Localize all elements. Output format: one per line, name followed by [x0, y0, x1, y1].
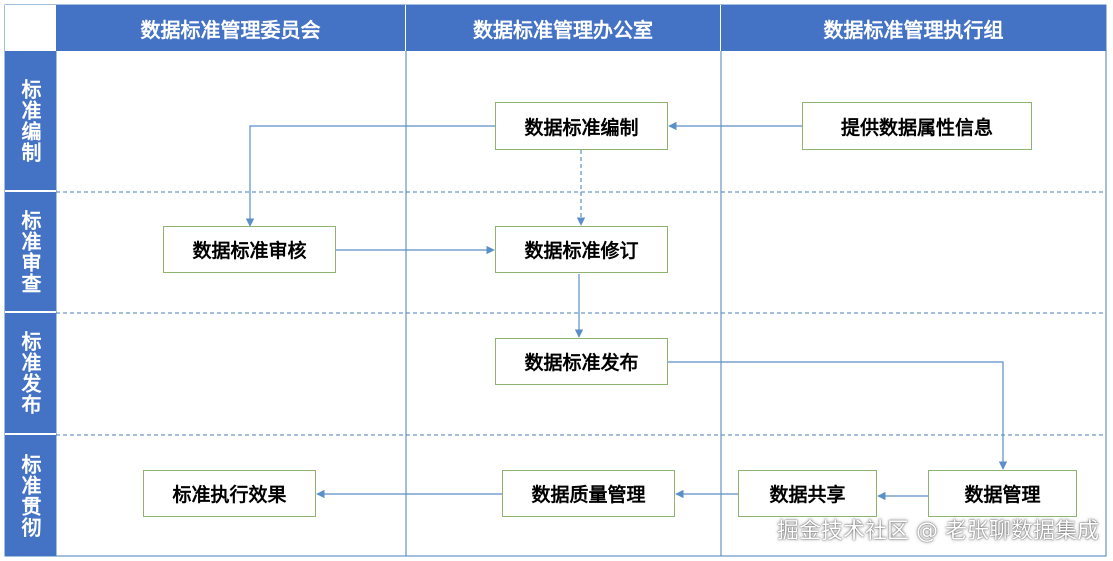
row-header-compile-label: 标准编制 — [18, 78, 42, 163]
node-provide-attr[interactable]: 提供数据属性信息 — [802, 102, 1032, 150]
row-header-review-label: 标准审查 — [18, 209, 42, 294]
node-data-share[interactable]: 数据共享 — [738, 470, 877, 517]
column-header-exec-group: 数据标准管理执行组 — [721, 5, 1106, 51]
corner-cell — [5, 5, 56, 51]
node-quality-manage[interactable]: 数据质量管理 — [502, 470, 675, 517]
watermark-text: 掘金技术社区 @ 老张聊数据集成 — [777, 519, 1099, 544]
column-header-committee: 数据标准管理委员会 — [56, 5, 406, 51]
node-std-compile[interactable]: 数据标准编制 — [495, 102, 668, 150]
arrow-compile-to-review — [245, 125, 495, 227]
row-header-publish: 标准发布 — [5, 313, 56, 435]
node-std-publish[interactable]: 数据标准发布 — [495, 338, 668, 385]
row-header-publish-label: 标准发布 — [18, 331, 42, 415]
row-header-implement: 标准贯彻 — [5, 435, 56, 556]
column-header-office: 数据标准管理办公室 — [406, 5, 721, 51]
row-header-implement-label: 标准贯彻 — [18, 453, 42, 538]
node-data-manage[interactable]: 数据管理 — [928, 470, 1077, 517]
node-std-review[interactable]: 数据标准审核 — [163, 226, 336, 273]
arrow-publish-to-manage — [668, 361, 1008, 470]
node-std-revise[interactable]: 数据标准修订 — [495, 226, 668, 273]
node-exec-effect[interactable]: 标准执行效果 — [143, 470, 316, 517]
row-header-review: 标准审查 — [5, 192, 56, 313]
row-header-compile: 标准编制 — [5, 51, 56, 192]
